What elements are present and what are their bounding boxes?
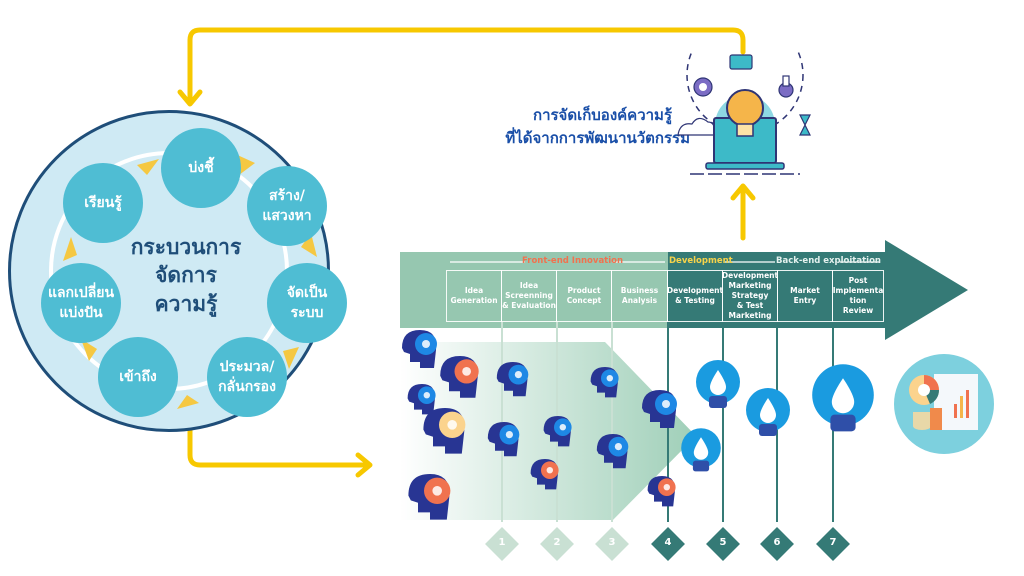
km-step-access: เข้าถึง [98,337,178,417]
milestone-number: 2 [553,537,561,548]
km-cycle-circle: บ่งชี้ สร้าง/แสวงหา จัดเป็นระบบ ประมวล/ก… [8,110,347,432]
head-idea-icon [647,476,676,507]
km-step-create: สร้าง/แสวงหา [247,166,327,246]
milestone-number: 6 [773,537,781,548]
head-idea-icon [530,459,559,490]
cycle-arrow-icon [177,395,199,409]
head-idea-icon [590,367,619,398]
milestone-number: 5 [719,537,727,548]
cycle-arrow-icon [137,159,159,175]
lightbulb-icon [746,388,790,436]
km-step-share: แลกเปลี่ยนแบ่งปัน [41,263,121,343]
head-idea-icon [642,390,677,428]
head-idea-icon [402,330,437,368]
lightbulb-icon [696,360,740,408]
head-idea-icon [408,474,451,520]
cycle-arrow-icon [283,347,299,369]
km-step-organize: จัดเป็นระบบ [267,263,347,343]
head-idea-icon [596,434,629,469]
phase-development: Development [669,256,733,266]
output-arrow [187,427,371,468]
head-idea-icon [487,422,520,457]
head-idea-icon [407,384,436,415]
head-idea-icon [543,416,572,447]
cycle-arrow-icon [301,233,317,257]
laptop-lightbulb-icon [677,50,811,175]
report-chart-icon [894,354,994,454]
lightbulb-icon [812,364,874,432]
head-idea-icon [423,408,466,454]
cycle-arrow-icon [81,339,97,361]
km-cycle-title: กระบวนการ จัดการ ความรู้ [130,235,242,316]
storage-heading: การจัดเก็บองค์ความรู้ ที่ได้จากการพัฒนาน… [505,106,690,147]
milestone-number: 3 [608,537,616,548]
feedback-arrow [187,27,746,101]
head-idea-icon [496,362,529,397]
milestone-number: 4 [664,537,672,548]
milestone-line [722,322,724,522]
output-arrowhead [355,452,373,478]
process-arrow-band [400,240,968,340]
feedback-arrowhead [177,89,203,107]
milestone-number: 1 [498,537,506,548]
cycle-arrow-icon [63,237,77,261]
km-step-learn: เรียนรู้ [63,163,143,243]
milestone-number: 7 [829,537,837,548]
km-step-identify: บ่งชี้ [161,128,241,208]
milestone-line [501,322,503,522]
head-idea-icon [440,356,479,398]
phase-front-end: Front-end Innovation [522,256,624,266]
km-step-refine: ประมวล/กลั่นกรอง [207,337,287,417]
store-arrowhead [730,183,756,201]
milestone-line [611,322,613,522]
lightbulb-icon [681,428,721,472]
phase-back-end: Back-end exploitation [776,256,881,266]
